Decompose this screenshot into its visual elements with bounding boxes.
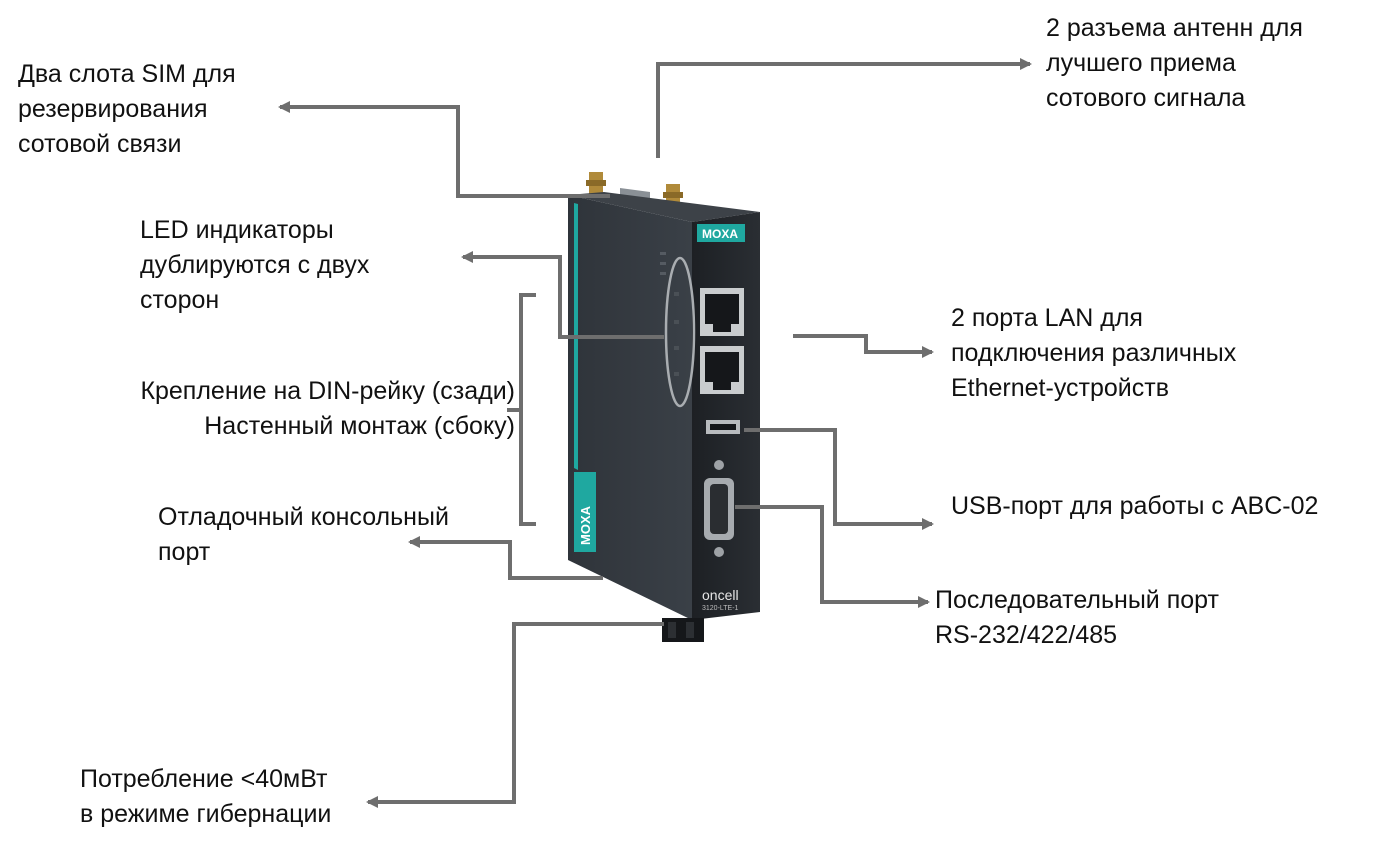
lan-port-1 (700, 288, 744, 336)
mount-bracket (519, 293, 536, 526)
model-label: 3120-LTE-1 (702, 605, 739, 612)
led-highlight-ellipse (664, 256, 696, 408)
serial-port-db9 (704, 460, 734, 557)
label-sim-slots: Два слота SIM для резервирования сотовой… (18, 60, 236, 158)
front-led-indicators (674, 292, 679, 376)
power-connector (662, 618, 704, 642)
connector-usb (744, 428, 934, 530)
device-illustration: MOXA MOXA (568, 172, 760, 642)
device-front-face (692, 212, 760, 620)
label-serial: Последовательный порт RS-232/422/485 (935, 586, 1219, 649)
label-mount: Крепление на DIN-рейку (сзади) Настенный… (140, 377, 515, 440)
label-power: Потребление <40мВт в режиме гибернации (80, 765, 332, 828)
label-lan: 2 порта LAN для подключения различных Et… (951, 304, 1237, 402)
label-led: LED индикаторы дублируются с двух сторон (140, 216, 370, 314)
connector-power (366, 622, 664, 808)
usb-port (706, 420, 740, 434)
antenna-connector-left (586, 172, 606, 196)
label-usb: USB-порт для работы с ABC-02 (951, 492, 1319, 520)
product-family-label: oncell (702, 587, 739, 603)
front-brand-block (697, 224, 745, 242)
front-brand-logo: MOXA (702, 227, 738, 241)
connector-sim-slots (278, 101, 610, 198)
side-led-indicators (660, 252, 666, 275)
connector-serial (735, 505, 930, 608)
device-top-face (568, 192, 760, 222)
side-brand-logo: MOXA (578, 505, 593, 545)
connector-console (408, 536, 603, 580)
connector-antenna (656, 58, 1032, 158)
connector-led (461, 251, 664, 339)
label-antenna: 2 разъема антенн для лучшего приема сото… (1046, 14, 1303, 112)
side-brand-block (574, 472, 596, 552)
lan-port-2 (700, 346, 744, 394)
label-console: Отладочный консольный порт (158, 503, 449, 566)
connector-lan (793, 334, 934, 358)
device-side-face (568, 195, 692, 620)
